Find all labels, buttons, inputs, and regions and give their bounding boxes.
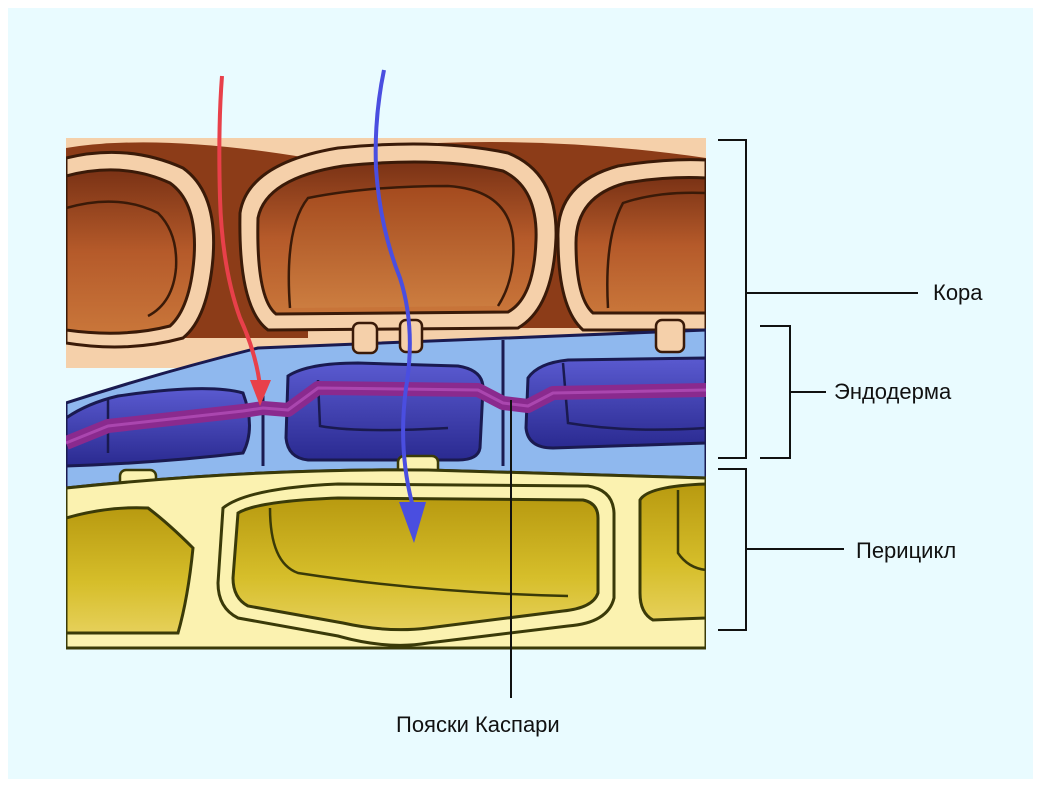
label-pericycle: Перицикл [856,538,956,564]
label-casparian-strips: Пояски Каспари [396,712,560,738]
endodermis-bracket [760,326,826,458]
cortex-cell [240,144,556,330]
label-cortex: Кора [933,280,983,306]
pericycle-bracket [718,469,844,630]
diagram-stage: Кора Эндодерма Перицикл Пояски Каспари [8,8,1033,779]
endodermis-cell [286,363,483,460]
pericycle-cell [640,484,706,620]
pericycle-layer [66,470,706,648]
cortex-bracket [718,140,918,458]
cortex-cell [558,160,706,330]
cortex-cell [66,152,214,347]
endodermis-cell [526,358,706,448]
label-endodermis: Эндодерма [834,379,951,405]
